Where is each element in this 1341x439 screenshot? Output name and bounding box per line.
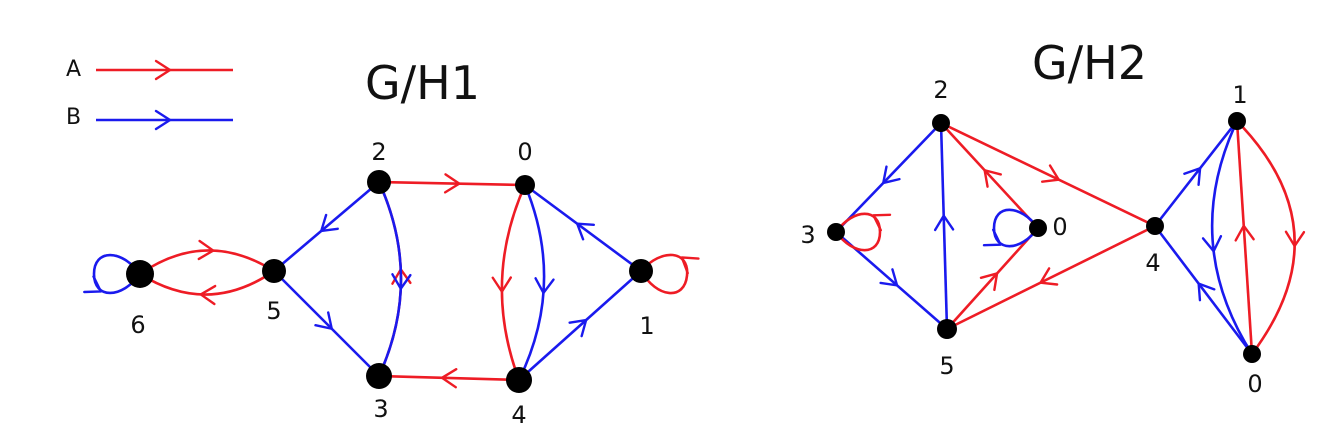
g2-node-label-0b: 0 bbox=[1247, 370, 1262, 398]
g1-edge-0-4-b-arrow bbox=[534, 277, 555, 295]
g1-edge-2-5-b-arrow bbox=[320, 213, 339, 233]
g2-node-2 bbox=[932, 114, 950, 132]
g1-node-label-1: 1 bbox=[639, 312, 654, 340]
g2-node-0 bbox=[1029, 219, 1047, 237]
g1-edge-5-3-b-arrow bbox=[314, 311, 333, 330]
g2-node-label-4: 4 bbox=[1145, 249, 1160, 277]
g1-edge-0-4-b bbox=[517, 184, 546, 381]
g2-edge-5-2-b bbox=[939, 122, 949, 330]
g1-edge-1-0-b bbox=[524, 183, 642, 273]
g2-node-label-0: 0 bbox=[1052, 213, 1067, 241]
g2-node-label-1: 1 bbox=[1232, 81, 1247, 109]
g2-edge-0-0-b bbox=[992, 208, 1040, 248]
g2-edge-0-0-b-arrow bbox=[982, 228, 1002, 247]
graph-title-g2: G/H2 bbox=[1032, 36, 1147, 90]
g2-node-0b bbox=[1243, 345, 1261, 363]
g1-edge-6-6-b bbox=[92, 253, 142, 295]
g1-edge-5-6-a-arrow bbox=[199, 284, 217, 306]
g2-edge-4-1-b-arrow bbox=[1183, 167, 1202, 187]
g1-edge-0-4-a-arrow bbox=[491, 276, 512, 293]
g1-node-label-3: 3 bbox=[373, 395, 388, 423]
g1-edge-5-6-a bbox=[139, 269, 275, 296]
g2-edge-2-4-a bbox=[940, 121, 1156, 228]
g2-node-4 bbox=[1146, 217, 1164, 235]
g1-node-1 bbox=[629, 259, 653, 283]
g1-node-6 bbox=[126, 260, 154, 288]
g1-node-label-6: 6 bbox=[130, 311, 145, 339]
g2-node-3 bbox=[827, 223, 845, 241]
g1-edge-4-3-a-arrow bbox=[440, 368, 458, 389]
graph-title-g1: G/H1 bbox=[365, 56, 480, 110]
g1-edge-2-0-a bbox=[378, 180, 526, 187]
g2-edge-5-0-a bbox=[946, 227, 1039, 330]
legend-label-b: B bbox=[66, 105, 82, 130]
g2-edge-3-3-a-arrow bbox=[872, 213, 892, 232]
g1-edge-6-5-a-arrow bbox=[197, 239, 215, 261]
g2-edge-1-0b-a bbox=[1236, 120, 1296, 355]
g2-edge-0b-4-b-arrow bbox=[1197, 282, 1216, 302]
g2-edge-0b-1-a bbox=[1235, 120, 1254, 355]
g2-edge-5-2-b-arrow bbox=[933, 214, 955, 232]
g2-node-label-5: 5 bbox=[939, 352, 954, 380]
g2-edge-0-2-a bbox=[940, 122, 1039, 229]
g1-edge-1-1-a-arrow bbox=[680, 256, 700, 275]
g1-edge-4-3-a bbox=[378, 374, 520, 382]
g2-node-1 bbox=[1228, 112, 1246, 130]
g1-edge-5-3-b bbox=[273, 270, 380, 377]
g2-edge-5-0-a-arrow bbox=[979, 272, 999, 292]
g1-edge-2-3-b bbox=[377, 181, 403, 377]
legend-arrow-b bbox=[154, 109, 172, 131]
g2-edge-1-0b-a-arrow bbox=[1284, 230, 1306, 248]
g2-edge-0-2-a-arrow bbox=[983, 169, 1002, 188]
g1-edge-6-6-b-arrow bbox=[83, 275, 103, 294]
g1-node-label-2: 2 bbox=[371, 138, 386, 166]
g2-node-5 bbox=[937, 319, 957, 339]
g2-edge-4-1-b bbox=[1153, 120, 1239, 227]
legend-label-a: A bbox=[66, 57, 82, 82]
g1-node-4 bbox=[506, 367, 532, 393]
g2-edge-0b-4-b bbox=[1153, 225, 1254, 355]
g2-edge-3-3-a bbox=[834, 212, 882, 252]
g1-edge-2-5-b bbox=[273, 181, 380, 272]
g1-edge-1-0-b-arrow bbox=[576, 222, 596, 241]
g1-edge-6-5-a bbox=[139, 249, 275, 276]
g2-edge-2-4-a-arrow bbox=[1040, 164, 1060, 183]
g2-edge-4-5-a bbox=[946, 224, 1156, 331]
g1-edge-2-0-a-arrow bbox=[443, 173, 461, 194]
legend-arrow-a bbox=[154, 59, 172, 81]
g1-node-label-0: 0 bbox=[517, 138, 532, 166]
g2-node-label-2: 2 bbox=[933, 76, 948, 104]
g1-edge-0-4-a bbox=[500, 184, 527, 381]
g1-node-label-4: 4 bbox=[511, 401, 526, 429]
g1-node-0 bbox=[515, 175, 535, 195]
g2-edge-1-0b-b bbox=[1210, 120, 1254, 355]
g2-edge-3-5-b-arrow bbox=[879, 268, 899, 287]
g2-node-label-3: 3 bbox=[800, 221, 815, 249]
g1-node-5 bbox=[262, 259, 286, 283]
g1-edge-1-1-a bbox=[639, 253, 689, 295]
g2-edge-0b-1-a-arrow bbox=[1234, 224, 1255, 242]
g1-edge-4-1-b-arrow bbox=[568, 318, 588, 338]
g2-edge-4-5-a-arrow bbox=[1039, 267, 1059, 286]
g2-edge-1-0b-b-arrow bbox=[1201, 235, 1223, 253]
g1-edge-4-1-b bbox=[518, 270, 642, 381]
g2-edge-2-3-b bbox=[835, 122, 942, 233]
g1-node-label-5: 5 bbox=[266, 297, 281, 325]
g1-node-2 bbox=[367, 170, 391, 194]
g1-node-3 bbox=[366, 363, 392, 389]
g1-edge-2-3-b-arrow bbox=[391, 273, 412, 290]
g2-edge-2-3-b-arrow bbox=[882, 165, 901, 185]
